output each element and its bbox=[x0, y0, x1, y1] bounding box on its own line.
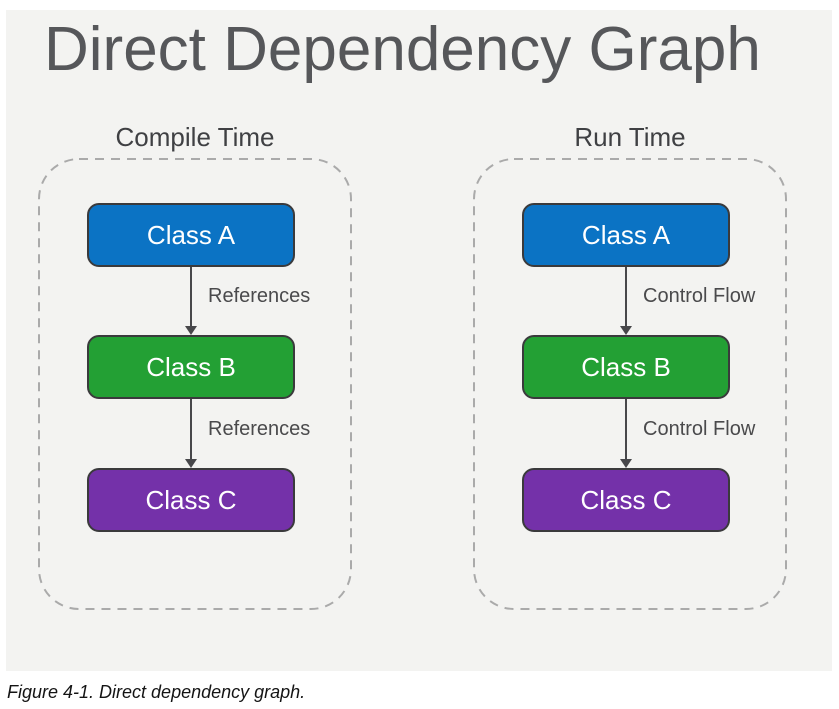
arrow-head-icon bbox=[620, 459, 632, 468]
arrow-line bbox=[190, 267, 192, 326]
node-class-c: Class C bbox=[522, 468, 730, 532]
node-class-a: Class A bbox=[522, 203, 730, 267]
edge-b-c-label: Control Flow bbox=[643, 418, 756, 440]
panel-compile-time: Compile Time Class A References Class B … bbox=[38, 118, 356, 610]
edge-a-b-label: References bbox=[208, 285, 311, 307]
panel-run-time-title: Run Time bbox=[574, 122, 686, 152]
arrow-head-icon bbox=[185, 459, 197, 468]
panel-run-time: Run Time Class A Control Flow Class B Co… bbox=[473, 118, 791, 610]
arrow-head-icon bbox=[185, 326, 197, 335]
arrow-line bbox=[625, 399, 627, 459]
arrow-line bbox=[190, 399, 192, 459]
node-class-a: Class A bbox=[87, 203, 295, 267]
node-class-b: Class B bbox=[87, 335, 295, 399]
diagram-canvas: Direct Dependency Graph Compile Time Cla… bbox=[6, 10, 832, 671]
edge-a-b-label: Control Flow bbox=[643, 285, 756, 307]
compile-time-container: Class A References Class B References Cl… bbox=[38, 158, 352, 610]
figure-caption: Figure 4-1. Direct dependency graph. bbox=[7, 682, 306, 702]
diagram-title: Direct Dependency Graph bbox=[44, 15, 761, 84]
dashed-boundary bbox=[473, 158, 787, 610]
dashed-boundary bbox=[38, 158, 352, 610]
panel-compile-time-title: Compile Time bbox=[115, 122, 275, 152]
node-class-b: Class B bbox=[522, 335, 730, 399]
edge-b-c-label: References bbox=[208, 418, 311, 440]
arrow-line bbox=[625, 267, 627, 326]
run-time-container: Class A Control Flow Class B Control Flo… bbox=[473, 158, 787, 610]
arrow-head-icon bbox=[620, 326, 632, 335]
node-class-c: Class C bbox=[87, 468, 295, 532]
